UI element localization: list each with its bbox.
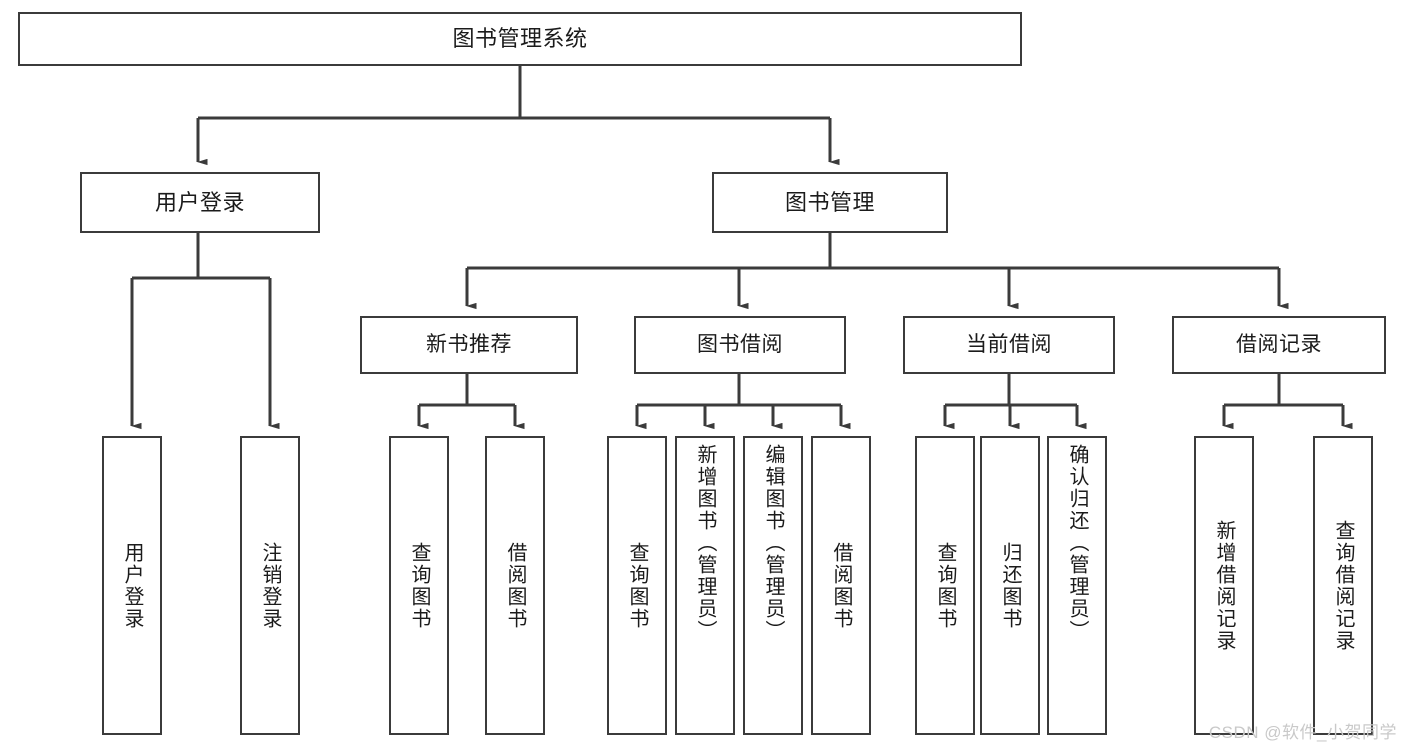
node-leaf-return-book-label: 归还图书	[999, 541, 1021, 630]
node-root[interactable]: 图书管理系统	[18, 12, 1022, 66]
node-leaf-query-book-1[interactable]: 查询图书	[389, 436, 449, 735]
node-leaf-logout-login[interactable]: 注销登录	[240, 436, 300, 735]
node-book-borrow-label: 图书借阅	[697, 332, 783, 356]
node-leaf-add-record-label: 新增借阅记录	[1213, 519, 1235, 652]
node-leaf-borrow-book-1[interactable]: 借阅图书	[485, 436, 545, 735]
node-leaf-edit-book-label: 编辑图书（管理员）	[762, 444, 784, 642]
node-leaf-query-record[interactable]: 查询借阅记录	[1313, 436, 1373, 735]
node-leaf-borrow-book-2[interactable]: 借阅图书	[811, 436, 871, 735]
node-leaf-add-book-label: 新增图书（管理员）	[694, 444, 716, 642]
node-leaf-add-book[interactable]: 新增图书（管理员）	[675, 436, 735, 735]
node-leaf-return-book[interactable]: 归还图书	[980, 436, 1040, 735]
node-leaf-query-book-2[interactable]: 查询图书	[607, 436, 667, 735]
node-leaf-borrow-book-1-label: 借阅图书	[504, 541, 526, 630]
node-leaf-add-record[interactable]: 新增借阅记录	[1194, 436, 1254, 735]
node-book-manage-label: 图书管理	[784, 189, 875, 215]
node-book-borrow[interactable]: 图书借阅	[634, 316, 846, 374]
node-new-book-recommend-label: 新书推荐	[426, 332, 512, 356]
node-borrow-record[interactable]: 借阅记录	[1172, 316, 1386, 374]
node-leaf-query-book-3[interactable]: 查询图书	[915, 436, 975, 735]
node-new-book-recommend[interactable]: 新书推荐	[360, 316, 578, 374]
node-leaf-query-book-3-label: 查询图书	[934, 541, 956, 630]
node-book-manage[interactable]: 图书管理	[712, 172, 948, 233]
node-leaf-query-record-label: 查询借阅记录	[1332, 519, 1354, 652]
node-leaf-borrow-book-2-label: 借阅图书	[830, 541, 852, 630]
node-leaf-confirm-return-label: 确认归还（管理员）	[1066, 444, 1088, 642]
node-leaf-query-book-1-label: 查询图书	[408, 541, 430, 630]
node-leaf-edit-book[interactable]: 编辑图书（管理员）	[743, 436, 803, 735]
node-current-borrow[interactable]: 当前借阅	[903, 316, 1115, 374]
node-leaf-confirm-return[interactable]: 确认归还（管理员）	[1047, 436, 1107, 735]
node-leaf-logout-login-label: 注销登录	[259, 541, 281, 630]
node-current-borrow-label: 当前借阅	[966, 332, 1052, 356]
node-root-label: 图书管理系统	[452, 26, 588, 52]
node-user-login[interactable]: 用户登录	[80, 172, 320, 233]
node-user-login-label: 用户登录	[154, 189, 245, 215]
node-leaf-user-login-label: 用户登录	[121, 541, 143, 630]
node-leaf-user-login[interactable]: 用户登录	[102, 436, 162, 735]
node-leaf-query-book-2-label: 查询图书	[626, 541, 648, 630]
watermark: CSDN @软件_小贺同学	[1208, 723, 1397, 742]
node-borrow-record-label: 借阅记录	[1236, 332, 1322, 356]
